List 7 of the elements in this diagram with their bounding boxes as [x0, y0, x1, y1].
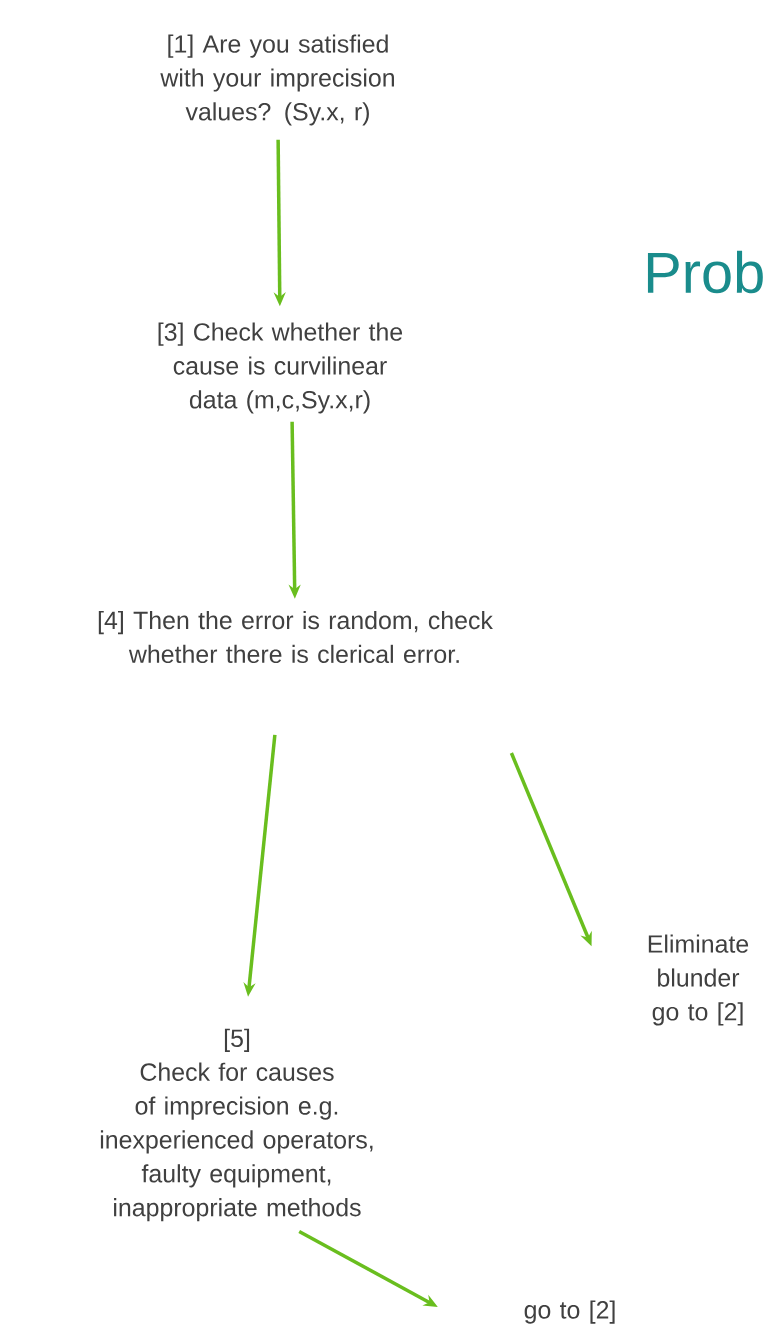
step-text: [1] Are you satisfied with your imprecision values? (Sy.x, r): [160, 34, 394, 126]
title: Prob: [647, 250, 763, 294]
step-text: go to [2]: [524, 1300, 615, 1324]
step-text: Eliminate blunder go to [2]: [648, 934, 749, 1026]
step-text: [3] Check whether the cause is curvilinear data (m,c,Sy.x,r): [158, 322, 403, 414]
step-text: [5] Check for causes of imprecision e.g. inexperienced operators, faulty equipment, inappropriate methods: [100, 1028, 373, 1222]
step-text: [4] Then the error is random, check whether there is clerical error.: [98, 610, 493, 664]
